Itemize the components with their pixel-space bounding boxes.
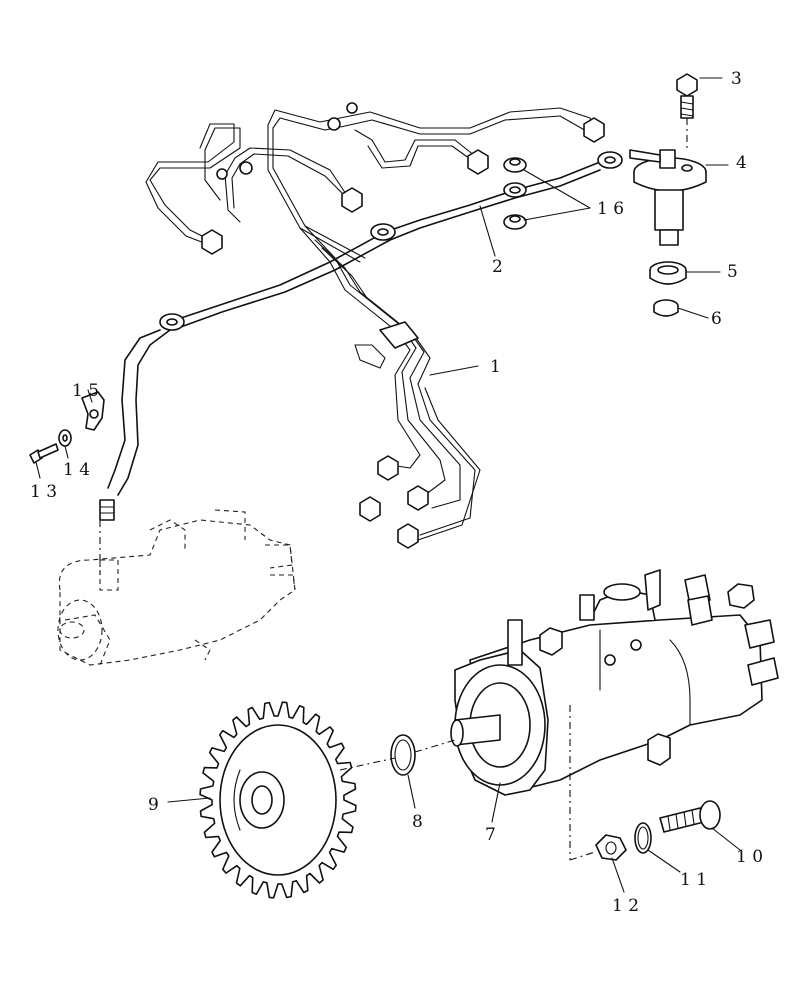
callout-3: 3	[731, 69, 742, 89]
assembly-axes	[99, 520, 596, 861]
callout-8: 8	[412, 812, 423, 832]
callout-12: 1 2	[612, 896, 639, 916]
callout-7: 7	[485, 825, 496, 845]
drive-gear	[199, 701, 357, 899]
injection-pump	[450, 569, 779, 796]
callout-13: 1 3	[30, 482, 57, 502]
leak-off-pipe	[99, 151, 623, 521]
leader-lines	[35, 77, 741, 893]
callout-5: 5	[727, 262, 738, 282]
callout-16: 1 6	[597, 199, 624, 219]
sealing-washers	[503, 157, 527, 230]
callout-14: 1 4	[63, 460, 90, 480]
callout-9: 9	[148, 795, 159, 815]
callout-6: 6	[711, 309, 722, 329]
o-ring	[390, 734, 416, 776]
callout-10: 1 0	[736, 847, 763, 867]
injector-pipe-bundle	[145, 102, 605, 549]
callout-4: 4	[736, 153, 747, 173]
fuel-injector	[629, 73, 707, 317]
pump-location-ghost	[57, 509, 296, 666]
clip-fixing	[29, 391, 105, 464]
callout-11: 1 1	[680, 870, 707, 890]
callout-2: 2	[492, 257, 503, 277]
callout-1: 1	[490, 357, 501, 377]
callout-15: 1 5	[72, 381, 99, 401]
callout-labels: 1 2 3 4 5 6 7 8 9 1 0 1 1 1 2 1 3 1 4 1 …	[30, 69, 763, 916]
fixing-hardware	[595, 800, 721, 861]
